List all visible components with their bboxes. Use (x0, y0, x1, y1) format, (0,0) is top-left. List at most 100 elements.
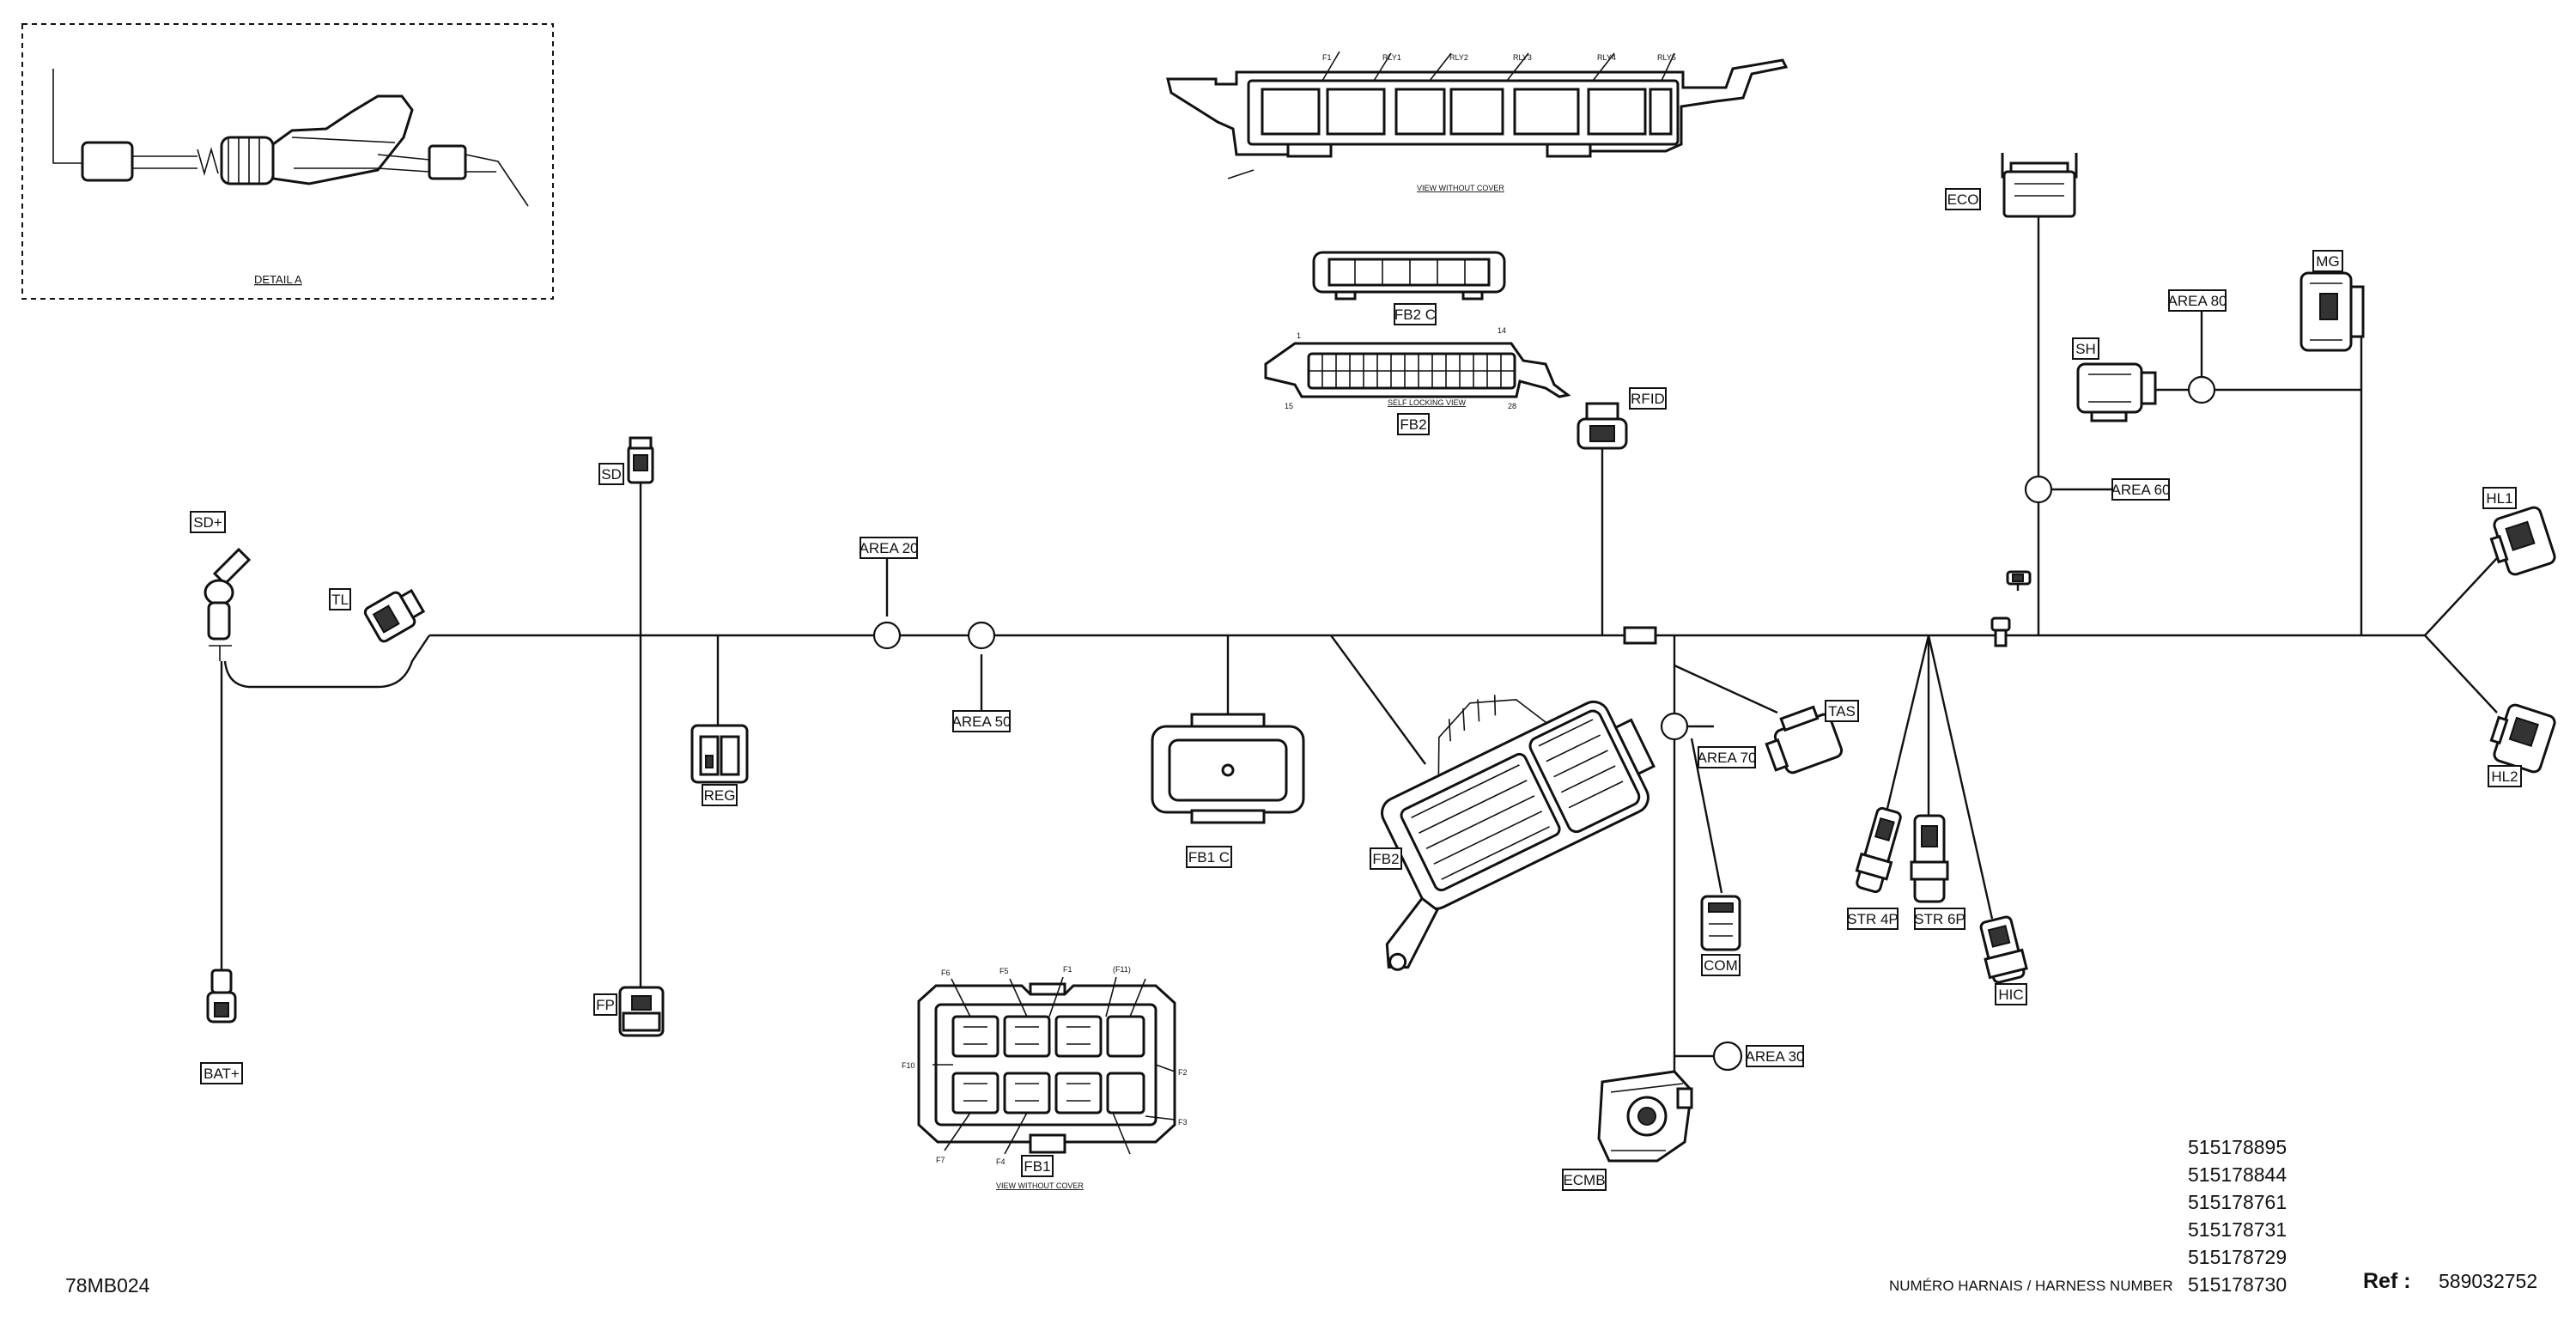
label-rfid: RFID (1629, 387, 1667, 410)
harness-number-5: 515178729 (2188, 1246, 2287, 1268)
label-area-30: AREA 30 (1746, 1045, 1805, 1067)
hl2-wire (2424, 635, 2498, 714)
label-ecmb: ECMB (1562, 1169, 1607, 1191)
rfid-connector (1577, 402, 1628, 450)
fb2-module-label: FB2 (1372, 851, 1399, 867)
label-area-60: AREA 60 (2111, 478, 2171, 501)
ref-label: Ref : (2363, 1269, 2411, 1293)
fp-label: FP (596, 997, 615, 1013)
area-60-label: AREA 60 (2111, 482, 2171, 498)
fuse-box-pin-r2: RLY2 (1449, 53, 1468, 62)
label-mg: MG (2312, 250, 2343, 272)
mg-connector (2300, 271, 2365, 352)
fb2-pin-14: 14 (1498, 326, 1506, 335)
connectors (204, 153, 2556, 1163)
fb2-view-caption: SELF LOCKING VIEW (1388, 398, 1467, 407)
label-fb1: FB1 (1021, 1155, 1054, 1177)
fb2-pin-connector: 1 14 15 28 SELF LOCKING VIEW (1264, 326, 1571, 410)
sh-connector (2076, 362, 2157, 422)
harness-number-caption: NUMÉRO HARNAIS / HARNESS NUMBER (1889, 1278, 2173, 1294)
harness-number-2: 515178844 (2188, 1163, 2287, 1186)
fb1c-label: FB1 C (1188, 849, 1230, 865)
eco-connector (2001, 153, 2078, 218)
ref-value: 589032752 (2439, 1270, 2537, 1292)
label-hic: HIC (1995, 983, 2027, 1005)
sd-plus-label: SD+ (193, 514, 222, 531)
area-30-marker (1712, 1041, 1743, 1072)
sd-connector (627, 436, 654, 484)
label-fp: FP (593, 993, 617, 1016)
fb1-pin-f10: F10 (902, 1061, 915, 1070)
label-eco: ECO (1945, 188, 1981, 210)
fuse-box-pin-r4: RLY4 (1597, 53, 1616, 62)
area-20-marker (872, 621, 902, 650)
hic-wire (1927, 635, 1994, 920)
area-80-marker (2187, 375, 2216, 404)
label-fb2-connector: FB2 (1397, 413, 1430, 435)
area-70-marker (1660, 712, 1689, 741)
fb2-connector-label: FB2 (1400, 416, 1426, 433)
fb1-fuse-block: F6 F5 F1 (F11) F10 F2 F7 F4 F3 VIEW WITH… (902, 965, 1188, 1190)
ecmb-connector (1597, 1070, 1693, 1163)
label-hl1: HL1 (2482, 487, 2517, 509)
fb1-pin-f1: F1 (1063, 965, 1072, 974)
small-plug-2-connector (2006, 570, 2032, 586)
fb2-pin-15: 15 (1285, 402, 1293, 410)
str4p-wire (1884, 635, 1930, 817)
fb2-pin-28: 28 (1508, 402, 1516, 410)
sd-plus-branch-wire (223, 635, 430, 689)
fuse-box-pin-f1: F1 (1322, 53, 1332, 62)
str4p-label: STR 4P (1847, 911, 1899, 927)
tl-connector (363, 588, 426, 643)
small-plug-connector (1990, 616, 2011, 647)
fb1-fuse-slots (951, 1015, 1145, 1114)
tl-label: TL (331, 592, 349, 608)
fb1-label: FB1 (1024, 1158, 1050, 1175)
area-80-label: AREA 80 (2168, 293, 2227, 309)
label-fb2-module: FB2 (1370, 847, 1402, 870)
drawing-code: 78MB024 (65, 1274, 150, 1297)
label-bat-plus: BAT+ (200, 1062, 243, 1084)
fb1-pin-f11: (F11) (1113, 965, 1131, 974)
area-50-label: AREA 50 (952, 714, 1012, 730)
com-connector (1700, 895, 1741, 951)
fuse-box-pin-r3: RLY3 (1513, 53, 1532, 62)
area-markers (872, 375, 2216, 1072)
detail-a-caption: DETAIL A (254, 273, 302, 286)
label-tas: TAS (1825, 700, 1859, 722)
sh-label: SH (2075, 341, 2096, 357)
reg-connector (690, 724, 749, 784)
detail-a-panel: DETAIL A (21, 23, 554, 300)
area-30-label: AREA 30 (1746, 1048, 1805, 1065)
fuse-box-pin-r1: RLY1 (1382, 53, 1401, 62)
fp-connector (618, 986, 665, 1037)
harness-number-4: 515178731 (2188, 1218, 2287, 1241)
hl1-label: HL1 (2486, 490, 2512, 507)
fb1-pin-f4: F4 (996, 1157, 1005, 1166)
tas-wire (1674, 664, 1778, 714)
area-20-label: AREA 20 (860, 540, 919, 556)
com-label: COM (1704, 957, 1738, 974)
label-area-70: AREA 70 (1698, 746, 1757, 768)
label-str-6p: STR 6P (1914, 908, 1965, 930)
fb1-pin-f2: F2 (1178, 1068, 1188, 1077)
fb1-view-caption: VIEW WITHOUT COVER (996, 1181, 1084, 1190)
fb1-pin-f5: F5 (999, 967, 1009, 975)
rfid-label: RFID (1631, 391, 1665, 407)
str6p-label: STR 6P (1914, 911, 1965, 927)
detail-a-frame (21, 23, 554, 300)
area-50-marker (967, 621, 996, 650)
bat-plus-connector (206, 969, 237, 1023)
label-fb2-c: FB2 C (1394, 303, 1437, 325)
footer: 78MB024 NUMÉRO HARNAIS / HARNESS NUMBER … (65, 1136, 2537, 1297)
tas-connector (1765, 705, 1844, 774)
area-60-marker (2024, 475, 2053, 504)
fb1-pin-f7: F7 (936, 1156, 945, 1164)
label-com: COM (1701, 954, 1741, 976)
hl1-connector (2489, 506, 2556, 576)
fb1c-connector (1151, 713, 1305, 824)
fb2-pin-grid (1309, 354, 1515, 388)
detail-a-drawing (52, 69, 529, 207)
label-area-80: AREA 80 (2168, 289, 2227, 312)
label-tl: TL (329, 588, 351, 610)
